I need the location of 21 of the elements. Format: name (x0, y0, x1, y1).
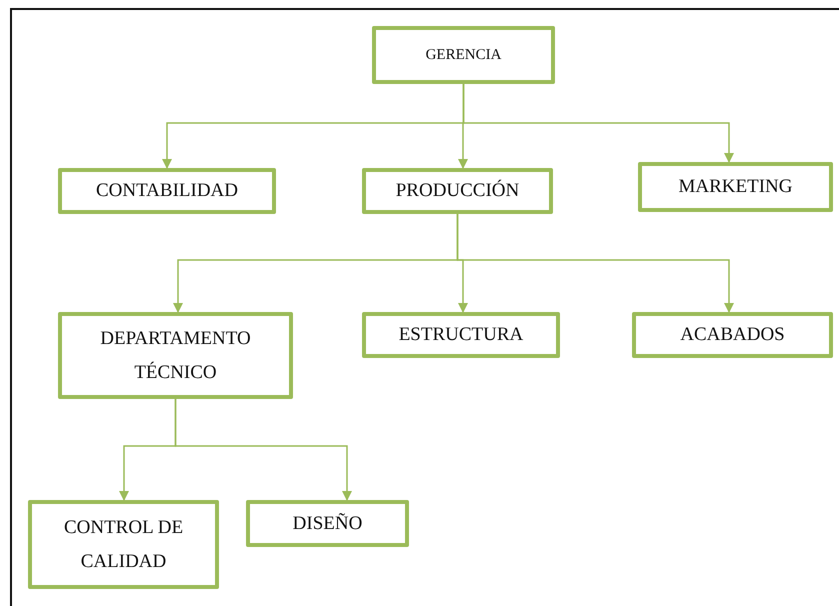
org-unit-box (246, 500, 409, 547)
unit-name: MARKETING (678, 175, 792, 200)
unit-name: CONTROL DE CALIDAD (62, 516, 184, 574)
unit-name: ESTRUCTURA (398, 323, 524, 348)
org-unit-box (28, 500, 219, 589)
org-unit-box (362, 168, 553, 214)
org-unit-box (362, 312, 560, 358)
org-unit-box (372, 26, 555, 84)
unit-name: ACABADOS (680, 323, 785, 348)
org-unit-box (58, 312, 293, 399)
unit-name: PRODUCCIÓN (396, 178, 520, 204)
unit-name: CONTABILIDAD (96, 179, 238, 204)
unit-name: DISEÑO (292, 512, 362, 536)
org-unit-box (632, 312, 833, 358)
connector-arrow (462, 84, 734, 163)
org-unit-box (58, 168, 276, 214)
org-unit-box (638, 162, 833, 212)
unit-name: GERENCIA (426, 46, 502, 65)
connector-arrow (456, 214, 734, 313)
unit-name: DEPARTAMENTO TÉCNICO (99, 327, 252, 384)
connector-arrow (174, 399, 352, 501)
